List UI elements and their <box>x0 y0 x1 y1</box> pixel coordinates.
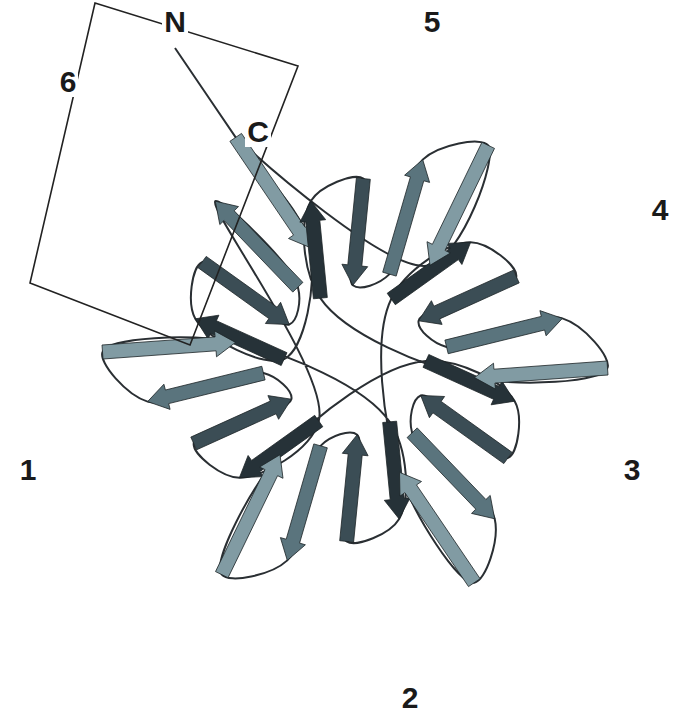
callout-number: 6 <box>58 67 79 97</box>
beta-strands <box>102 133 608 586</box>
callout-number: 3 <box>622 455 643 485</box>
strand-arrow <box>475 361 609 389</box>
strand-arrow <box>340 435 368 542</box>
strand-arrow <box>191 396 292 450</box>
loop-line <box>102 48 608 583</box>
loop-chain <box>102 48 608 583</box>
strand-arrow <box>383 421 410 519</box>
strand-arrow <box>383 160 430 277</box>
strand-arrow <box>148 366 266 409</box>
strand-arrow <box>342 178 370 285</box>
strand-arrow <box>300 201 327 299</box>
strand-arrow <box>102 331 236 359</box>
strand-arrow <box>400 472 481 586</box>
strand-arrow <box>427 142 495 265</box>
callout-number: 2 <box>400 683 421 713</box>
strand-arrow <box>216 455 284 578</box>
strand-arrow <box>419 270 520 324</box>
strand-arrow <box>445 311 563 354</box>
callout-number: C <box>245 117 271 147</box>
callout-number: N <box>162 7 188 37</box>
callout-number: 5 <box>422 7 443 37</box>
callout-number: 1 <box>18 455 39 485</box>
highlight-box <box>30 3 298 345</box>
strand-arrow <box>280 444 327 561</box>
callout-number: 4 <box>650 195 671 225</box>
